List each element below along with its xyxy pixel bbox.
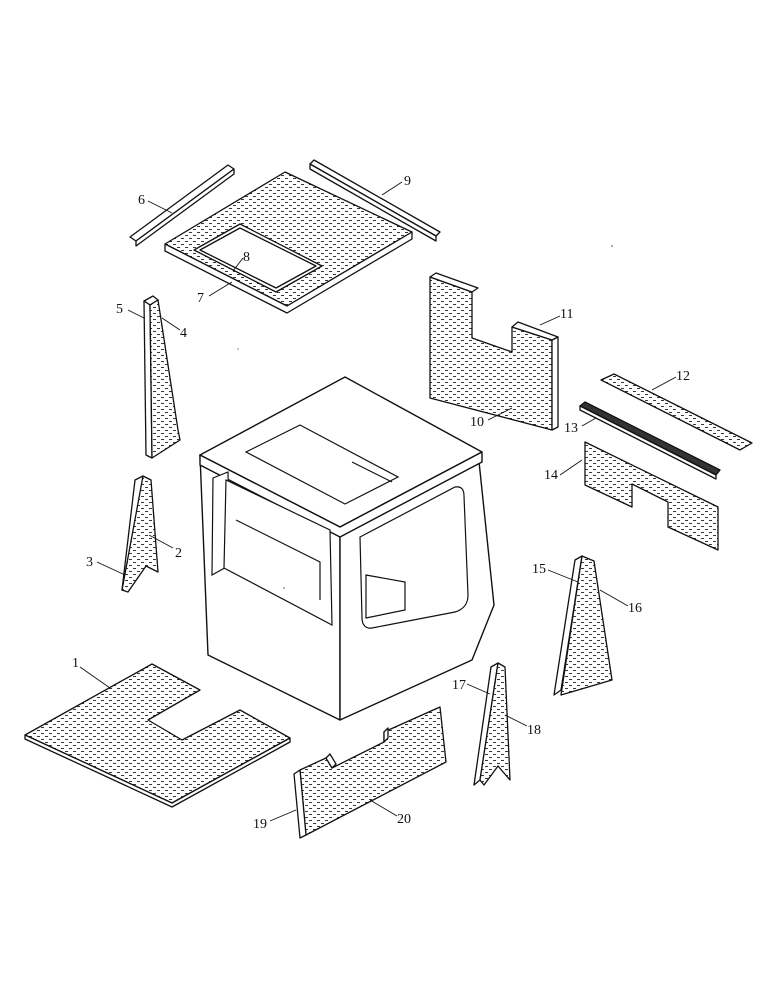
callout-6: 6 — [138, 193, 145, 208]
callout-9: 9 — [404, 174, 411, 189]
callout-3: 3 — [86, 555, 93, 570]
part-1-floor-mat — [24, 663, 291, 808]
callout-4: 4 — [180, 326, 187, 341]
callout-labels: 1 2 3 4 5 6 7 8 9 10 11 12 13 14 15 16 1… — [72, 174, 690, 832]
part-6-roof-rail-left — [129, 164, 235, 247]
part-4-5-pillar-trim — [143, 295, 181, 459]
callout-8: 8 — [243, 250, 250, 265]
part-7-roof-liner — [164, 171, 413, 314]
part-2-3-pillar-trim — [121, 475, 159, 593]
part-9-roof-rail-right — [309, 159, 441, 242]
callout-5: 5 — [116, 302, 123, 317]
callout-18: 18 — [527, 723, 541, 738]
callout-leaders — [79, 181, 677, 822]
part-10-11-rear-liner — [429, 272, 559, 431]
callout-12: 12 — [676, 369, 690, 384]
part-15-16-pillar-trim — [553, 555, 613, 696]
callout-20: 20 — [397, 812, 411, 827]
part-19-20-sill-liner — [293, 706, 447, 839]
callout-15: 15 — [532, 562, 546, 577]
part-14-side-liner — [584, 441, 719, 551]
callout-7: 7 — [197, 291, 204, 306]
part-12-trim-strip — [600, 373, 753, 451]
callout-11: 11 — [560, 307, 573, 322]
part-17-18-pillar-trim — [473, 662, 511, 786]
cab-body — [199, 376, 495, 721]
callout-13: 13 — [564, 421, 578, 436]
callout-1: 1 — [72, 656, 79, 671]
callout-10: 10 — [470, 415, 484, 430]
scan-specks — [237, 245, 613, 589]
callout-16: 16 — [628, 601, 642, 616]
part-13-seal-strip — [579, 401, 721, 480]
callout-17: 17 — [452, 678, 466, 693]
callout-19: 19 — [253, 817, 267, 832]
callout-2: 2 — [175, 546, 182, 561]
callout-14: 14 — [544, 468, 558, 483]
